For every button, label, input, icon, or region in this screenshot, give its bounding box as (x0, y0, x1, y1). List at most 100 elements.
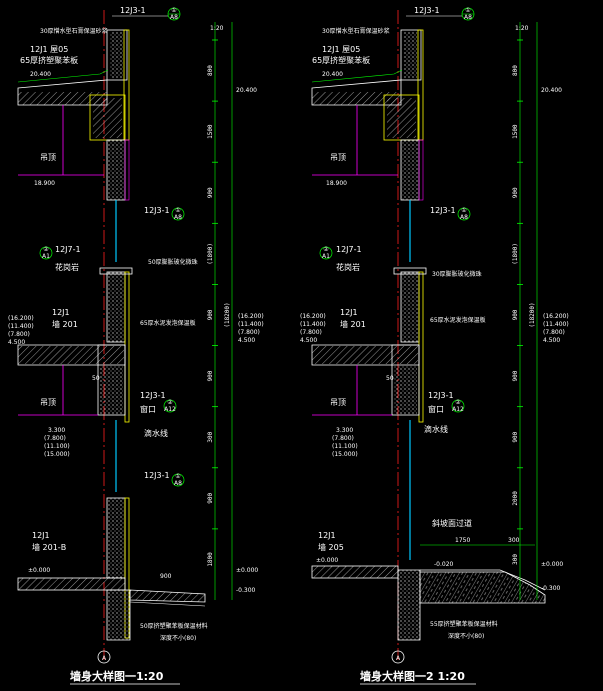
lv-h-2: (15.000) (332, 451, 358, 458)
lv-d-2: 4.500 (300, 337, 317, 344)
sill-no: ② (167, 399, 173, 406)
lv-h: (15.000) (44, 451, 70, 458)
mid-wall-ins (124, 271, 130, 423)
lv-d: 4.500 (8, 339, 25, 346)
lv-c-2r: (7.800) (543, 329, 565, 336)
lv-c-2: (7.800) (300, 329, 322, 336)
lv-a: (16.200) (8, 315, 34, 322)
lv-a-r: (16.200) (238, 313, 264, 320)
mid-ref-2: 12J7-1 (336, 245, 362, 254)
wall-ref3-2: 12J1 (318, 531, 336, 540)
roof-beam-hatch-2 (387, 98, 416, 138)
hang-level-2: 18.900 (326, 180, 347, 187)
ref-top: 12J3-1 (120, 6, 146, 15)
roof-slab-hatch-2 (312, 92, 401, 105)
roof-note-1: 65厚挤塑聚苯板 (20, 55, 78, 65)
base-ref: 12J3-1 (144, 471, 170, 480)
drawing-title-1: 墙身大样图一1:20 (70, 669, 164, 683)
lv-g-2: (11.100) (332, 443, 358, 450)
d1-dim-4: 900 (207, 309, 214, 320)
d1-dim-6: 300 (207, 431, 214, 442)
d1-dim-5: 900 (207, 370, 214, 381)
axis-label-2: A (396, 655, 401, 662)
ref-top-no: ① (171, 7, 176, 14)
mid-ref-bubble (39, 246, 53, 260)
win-ref1-no: ① (175, 207, 180, 214)
ground-slab (17, 577, 126, 591)
d2-dim-total: (18200) (529, 302, 536, 327)
board-note: 65厚水泥发泡保温板 (140, 319, 196, 327)
parapet-fill (110, 32, 123, 78)
lv-c-r: (7.800) (238, 329, 260, 336)
drip-label-2: 滴水线 (424, 424, 448, 434)
cover-note: 50厚膨胀玻化微珠 (148, 258, 198, 266)
axis-bubble-2 (391, 650, 405, 664)
cornice (99, 267, 133, 275)
grade-line (129, 601, 206, 607)
sill-sheet: A12 (164, 406, 176, 413)
d2-dim-7: 2000 (512, 491, 519, 506)
flower-label-2: 花岗岩 (336, 262, 360, 272)
lv-a-2: (16.200) (300, 313, 326, 320)
upper-wall-ins-2 (418, 139, 424, 201)
mid-slab-hatch (18, 346, 124, 364)
foot-note-2-2: 深度不小(80) (448, 632, 484, 640)
level-3: -0.020 (434, 561, 454, 568)
lv-b: (11.400) (8, 323, 34, 330)
hang-label-2b: 吊顶 (330, 398, 346, 407)
top-note-1: 30厚憎水型石膏保温砂浆 (40, 27, 108, 35)
mid-wall-2 (400, 271, 420, 343)
ground-level-2r: ±0.000 (541, 561, 563, 568)
roof-note-2: 65厚挤塑聚苯板 (312, 55, 370, 65)
wall-ref3: 12J1 (32, 531, 50, 540)
mid-ref-no: ② (43, 246, 49, 253)
win-ref-bubble-2 (457, 207, 471, 221)
roof-layers-2 (311, 69, 403, 83)
hang-label-1: 吊顶 (40, 153, 56, 162)
mark-50: 50 (92, 375, 100, 382)
mark-50-2: 50 (386, 375, 394, 382)
wall-ref-2: 12J1 (340, 308, 358, 317)
upper-wall-2 (400, 139, 420, 201)
lv-d-r: 4.500 (238, 337, 255, 344)
d1-dim-1: 1500 (207, 124, 214, 139)
roof-ref-1: 12J1 屋05 (30, 45, 68, 54)
lv-b-r: (11.400) (238, 321, 264, 328)
mid-slab-hatch-2 (312, 346, 418, 364)
ground-level-2: ±0.000 (316, 557, 338, 564)
lv-b-2: (11.400) (300, 321, 326, 328)
base-no: ① (175, 473, 180, 480)
wall-ref: 12J1 (52, 308, 70, 317)
base-bubble (171, 473, 185, 487)
sill-bubble (163, 399, 177, 413)
parapet-fill-2 (404, 32, 417, 78)
width-1: 1750 (455, 537, 470, 544)
d1-dim-7: 900 (207, 493, 214, 504)
foot-note-1-2: 55厚挤塑聚苯板保温材料 (430, 620, 498, 628)
sill-no-2: ② (455, 399, 461, 406)
lv-c: (7.800) (8, 331, 30, 338)
dimension-chain-1 (214, 22, 233, 600)
cornice-2 (393, 267, 427, 275)
roof-level-2: 20.400 (322, 71, 343, 78)
roof-level-1b: 20.400 (236, 87, 257, 94)
top-note-2: 30厚憎水型石膏保温砂浆 (322, 27, 390, 35)
wall-ref2: 墙 201 (52, 319, 78, 329)
ref-top-no-2: ① (465, 7, 470, 14)
d1-dim-total: (18200) (224, 302, 231, 327)
hang-label-2: 吊顶 (40, 398, 56, 407)
mid-beam-fill-2 (394, 366, 417, 414)
drip-label: 滴水线 (144, 428, 168, 438)
parapet (106, 29, 128, 81)
mid-wall (106, 271, 126, 343)
ref-top-2: 12J3-1 (414, 6, 440, 15)
ref-top-sheet-2: A8 (464, 14, 472, 21)
sill-label: 窗口 (140, 404, 156, 414)
win-ref-2: 12J3-1 (430, 206, 456, 215)
board-note-2: 65厚水泥发泡保温板 (430, 316, 486, 324)
ground-level-1: ±0.000 (28, 567, 50, 574)
d2-dim-2: 900 (512, 187, 519, 198)
